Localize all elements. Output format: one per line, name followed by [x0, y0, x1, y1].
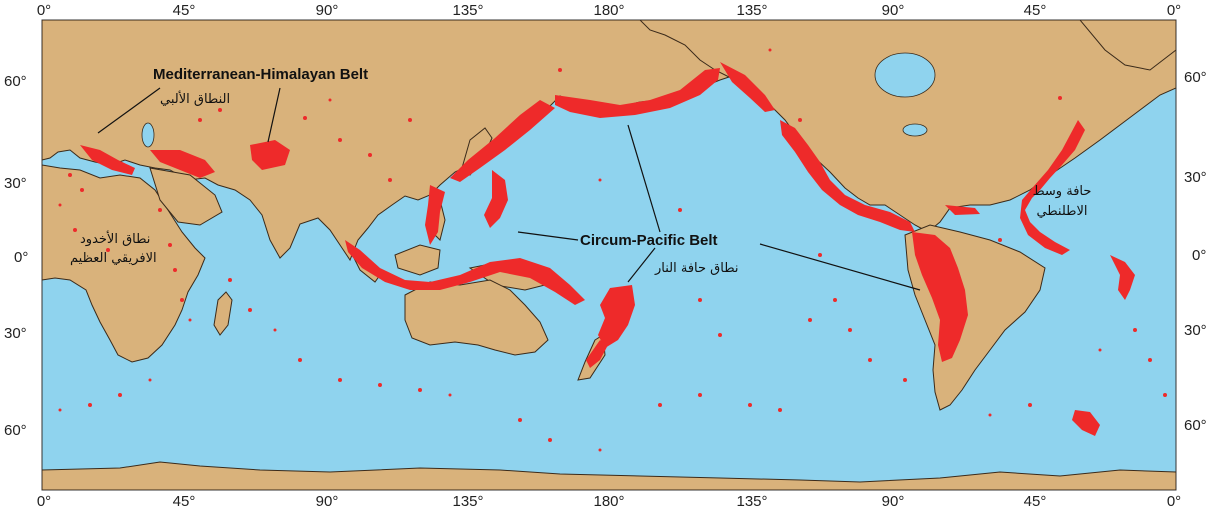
leader-cp-kuril [627, 124, 661, 233]
right-tick: 60° [1184, 69, 1207, 86]
label-circum-pacific-en: Circum-Pacific Belt [580, 232, 718, 249]
label-circum-pacific-ar: نطاق حافة النار [654, 261, 739, 276]
bottom-tick: 45° [1024, 493, 1047, 510]
quake-scatter [58, 48, 1167, 452]
bottom-tick: 0° [1167, 493, 1181, 510]
label-mid-atlantic-ar-1: حافة وسط [1033, 184, 1092, 199]
bottom-tick: 90° [316, 493, 339, 510]
lake-caspian [141, 122, 155, 148]
lake-great-lakes [902, 123, 928, 137]
landmass-africa [42, 164, 206, 363]
leader-cp-tonga [627, 247, 656, 283]
quake-belt-japan [450, 100, 555, 182]
quake-belt-kuril-kamchatka [555, 68, 720, 118]
top-tick: 90° [882, 2, 905, 19]
leader-cp-philippine [517, 231, 579, 241]
quake-belt-west-north-america [780, 120, 915, 232]
label-mediterranean-himalayan-ar: النطاق الألبي [160, 90, 230, 107]
landmass-australia [404, 279, 549, 356]
landmass-borneo [394, 244, 441, 276]
bottom-tick: 135° [736, 493, 767, 510]
top-tick: 180° [593, 2, 624, 19]
leader-cp-andes [759, 243, 921, 291]
left-tick: 30° [4, 325, 27, 342]
top-tick: 45° [1024, 2, 1047, 19]
top-axis-ticks: 0° 45° 90° 135° 180° 135° 90° 45° 0° [37, 2, 1181, 19]
lake-hudson-bay [874, 52, 936, 98]
quake-belt-mid-atlantic-north [1020, 120, 1085, 255]
top-tick: 135° [452, 2, 483, 19]
top-tick: 135° [736, 2, 767, 19]
quake-belt-south-sandwich [1072, 410, 1100, 436]
top-tick: 90° [316, 2, 339, 19]
label-mediterranean-himalayan-en: Mediterranean-Himalayan Belt [153, 66, 368, 83]
right-tick: 30° [1184, 169, 1207, 186]
label-east-african-ar-1: نطاق الأخدود [80, 230, 150, 247]
bottom-tick: 45° [173, 493, 196, 510]
bottom-tick: 90° [882, 493, 905, 510]
leader-lines [97, 87, 921, 291]
top-tick: 45° [173, 2, 196, 19]
label-east-african-ar-2: الافريقي العظيم [70, 251, 157, 266]
landmass-antarctica [42, 461, 1176, 490]
belt-labels: Mediterranean-Himalayan Belt النطاق الأل… [70, 66, 1091, 276]
leader-med-himalaya [267, 87, 281, 143]
right-tick: 30° [1184, 322, 1207, 339]
right-tick: 0° [1192, 247, 1206, 264]
landmass-arabia [149, 167, 223, 226]
quake-belt-tonga-kermadec [598, 285, 635, 348]
label-mid-atlantic-ar-2: الاطلنطي [1036, 204, 1087, 219]
bottom-tick: 135° [452, 493, 483, 510]
quake-belt-izu-bonin [484, 170, 508, 228]
quake-belt-iran [150, 150, 215, 178]
quake-belt-himalaya [250, 140, 290, 170]
quake-belt-indonesia [345, 240, 585, 305]
earthquake-belts [58, 48, 1167, 452]
leader-med-europe [97, 87, 161, 134]
quake-belt-philippines-taiwan [425, 185, 445, 245]
bottom-axis-ticks: 0° 45° 90° 135° 180° 135° 90° 45° 0° [37, 493, 1181, 510]
left-tick: 0° [14, 249, 28, 266]
landmass-greenland [1079, 20, 1176, 71]
top-tick: 0° [37, 2, 51, 19]
quake-belt-alaska [720, 62, 775, 112]
quake-belt-nz [586, 340, 608, 368]
bottom-tick: 180° [593, 493, 624, 510]
quake-belt-caribbean [945, 205, 980, 215]
left-axis-ticks: 60° 30° 0° 30° 60° [4, 73, 28, 439]
left-tick: 60° [4, 73, 27, 90]
top-tick: 0° [1167, 2, 1181, 19]
bottom-tick: 0° [37, 493, 51, 510]
left-tick: 30° [4, 175, 27, 192]
quake-belt-mid-atlantic-south [1110, 255, 1135, 300]
landmass-madagascar [213, 291, 233, 336]
left-tick: 60° [4, 422, 27, 439]
quake-belt-mediterranean [80, 145, 135, 175]
quake-belt-andes [912, 232, 968, 362]
right-axis-ticks: 60° 30° 0° 30° 60° [1184, 69, 1207, 434]
right-tick: 60° [1184, 417, 1207, 434]
